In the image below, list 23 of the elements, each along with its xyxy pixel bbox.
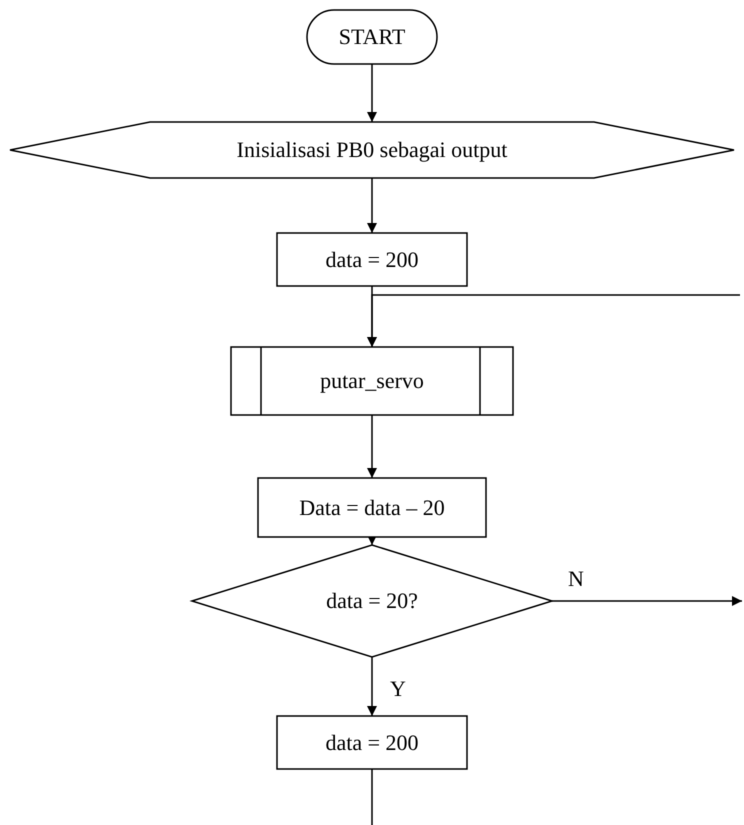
- subroutine-box: [231, 347, 513, 415]
- arrow: [367, 64, 377, 122]
- edge-label: N: [568, 568, 584, 590]
- node-label: data = 200: [325, 246, 419, 272]
- arrow: [552, 596, 742, 606]
- node-label: Inisialisasi PB0 sebagai output: [236, 137, 508, 163]
- node-label: START: [338, 24, 406, 50]
- node-label: data = 200: [325, 730, 419, 756]
- arrow: [367, 294, 740, 347]
- arrow: [367, 415, 377, 478]
- process-box: [277, 716, 467, 769]
- start-terminal: [307, 10, 437, 64]
- decision-diamond: [192, 545, 552, 657]
- process-box: [277, 233, 467, 286]
- process-box: [258, 478, 486, 537]
- preparation-hexagon: [10, 122, 734, 178]
- arrow: [367, 657, 377, 716]
- arrow: [367, 178, 377, 233]
- edge-label: Y: [390, 678, 406, 700]
- connector-line: [371, 769, 373, 825]
- node-label: Data = data – 20: [299, 494, 445, 520]
- node-label: putar_servo: [320, 368, 424, 394]
- node-label: data = 20?: [326, 588, 418, 614]
